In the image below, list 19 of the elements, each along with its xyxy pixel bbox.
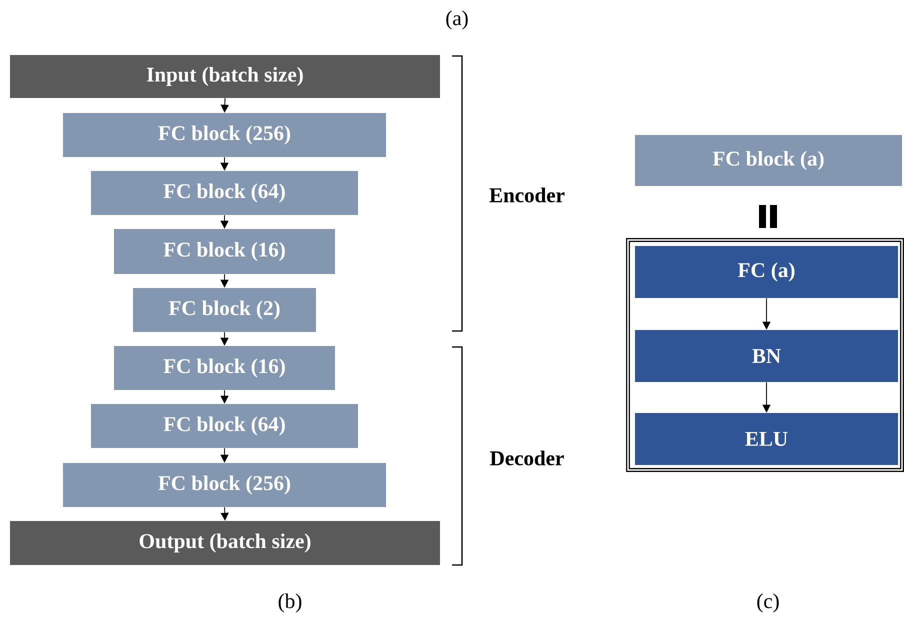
layer-box: FC (a) [635, 246, 898, 298]
block-box: FC block (a) [635, 135, 902, 186]
block-box: FC block (64) [91, 404, 358, 448]
output-box: Output (batch size) [10, 521, 440, 565]
panel-label: (a) [446, 10, 468, 30]
block-box: FC block (256) [63, 113, 386, 157]
block-box: FC block (16) [114, 229, 335, 274]
frame-box [626, 238, 904, 472]
block-box: FC block (2) [133, 288, 316, 332]
section-label: Encoder [489, 188, 564, 202]
input-box: Input (batch size) [10, 55, 440, 98]
block-box: FC block (256) [63, 463, 386, 507]
block-box: FC block (64) [91, 171, 358, 215]
layer-box: ELU [635, 413, 898, 465]
block-box: FC block (16) [114, 346, 335, 390]
panel-label: (b) [278, 594, 302, 613]
panel-label: (c) [757, 594, 779, 613]
layer-box: BN [635, 330, 898, 382]
section-label: Decoder [490, 450, 564, 466]
